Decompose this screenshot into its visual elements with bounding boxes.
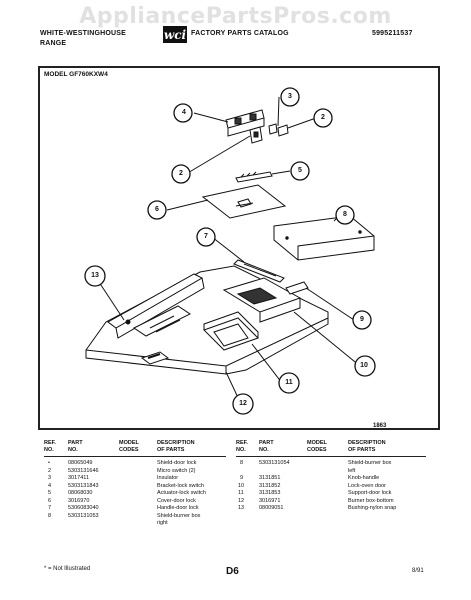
row-ref: 8 — [48, 512, 52, 519]
row-ref: 8 — [240, 460, 244, 466]
row-description: Cover-door lock — [157, 497, 196, 504]
row-ref: 3 — [48, 475, 52, 481]
catalog-date: 8/91 — [412, 568, 424, 574]
col-header-part-right: PART NO. — [259, 440, 274, 453]
callout-11: 11 — [285, 379, 293, 386]
row-ref: • — [48, 460, 50, 466]
page-number: D6 — [226, 566, 239, 577]
row-description: Support-door lock — [348, 490, 392, 496]
row-description: Handle-door lock — [157, 505, 199, 511]
row-description: Actuator-lock switch — [157, 490, 206, 496]
row-description: Knob-handle — [348, 475, 380, 481]
row-part-number: 5303131646 — [68, 467, 99, 474]
row-part-number: 08065049 — [68, 460, 93, 466]
row-part-number: 3016970 — [68, 497, 90, 504]
row-description: Shield-burner box — [348, 460, 392, 466]
diagram-frame — [38, 66, 440, 430]
svg-text:wci: wci — [164, 28, 187, 42]
callout-4: 4 — [182, 109, 186, 116]
callout-9: 9 — [360, 316, 364, 323]
row-description: Bracket-lock switch — [157, 482, 205, 489]
row-description: Burner box-bottom — [348, 497, 394, 504]
row-ref: 11 — [238, 490, 244, 496]
catalog-title: FACTORY PARTS CATALOG — [191, 30, 289, 37]
row-ref: 2 — [48, 467, 52, 474]
row-part-number: 5303131843 — [68, 482, 99, 489]
row-description: Shield-door lock — [157, 460, 197, 466]
row-part-number: 08009051 — [259, 505, 284, 511]
col-header-desc-right: DESCRIPTION OF PARTS — [348, 440, 386, 453]
col-header-ref-left: REF. NO. — [44, 440, 56, 453]
row-ref: 9 — [240, 475, 244, 481]
model-number: MODEL GF760KXW4 — [44, 71, 108, 78]
callout-7: 7 — [204, 233, 208, 240]
row-ref: 4 — [48, 482, 52, 489]
row-description: Shield-burner box — [157, 512, 201, 519]
callout-6: 6 — [155, 206, 159, 213]
row-description: Lock-oven door — [348, 482, 386, 489]
callout-12: 12 — [239, 400, 247, 407]
row-part-number: 3131851 — [259, 475, 281, 481]
brand-line-2: RANGE — [40, 40, 67, 47]
row-part-number: 5306083040 — [68, 505, 99, 511]
col-header-codes-left: MODEL CODES — [119, 440, 139, 453]
callout-2-lower: 2 — [179, 170, 183, 177]
col-header-ref-right: REF. NO. — [236, 440, 248, 453]
wci-logo: wci — [163, 26, 187, 43]
row-ref: 12 — [238, 497, 245, 504]
row-description: Micro switch (2) — [157, 467, 196, 474]
row-ref: 6 — [48, 497, 52, 504]
col-header-desc-left: DESCRIPTION OF PARTS — [157, 440, 195, 453]
row-description: right — [157, 520, 168, 526]
row-ref: 7 — [48, 505, 52, 511]
brand-line-1: WHITE-WESTINGHOUSE — [40, 30, 127, 37]
callout-5: 5 — [298, 167, 302, 174]
exploded-parts-diagram — [84, 87, 376, 415]
row-description: Insulator — [157, 475, 179, 481]
watermark-text: AppliancePartsPros.com — [79, 4, 392, 29]
callout-10: 10 — [360, 362, 368, 369]
row-description: Bushing-nylon snap — [348, 505, 397, 511]
callout-8: 8 — [343, 211, 347, 218]
callout-3: 3 — [288, 93, 292, 100]
row-part-number: 5303131053 — [68, 512, 99, 519]
row-ref: 5 — [48, 490, 52, 496]
row-part-number: 5303131054 — [259, 460, 290, 466]
row-part-number: 3016971 — [259, 497, 281, 504]
header-rule-left — [44, 456, 226, 457]
callout-2-upper: 2 — [321, 114, 325, 121]
row-part-number: 3017411 — [68, 475, 90, 481]
diagram-code: 1863 — [373, 423, 387, 429]
row-description: left — [348, 467, 356, 474]
row-part-number: 3131852 — [259, 482, 281, 489]
callout-13: 13 — [91, 272, 99, 279]
row-ref: 10 — [238, 482, 245, 489]
col-header-codes-right: MODEL CODES — [307, 440, 327, 453]
col-header-part-left: PART NO. — [68, 440, 83, 453]
row-part-number: 3131853 — [259, 490, 281, 496]
header-rule-right — [236, 456, 426, 457]
row-part-number: 08068030 — [68, 490, 93, 496]
catalog-number: 5995211537 — [372, 30, 413, 37]
row-ref: 13 — [238, 505, 245, 511]
footnote-not-illustrated: * = Not Illustrated — [44, 566, 91, 572]
